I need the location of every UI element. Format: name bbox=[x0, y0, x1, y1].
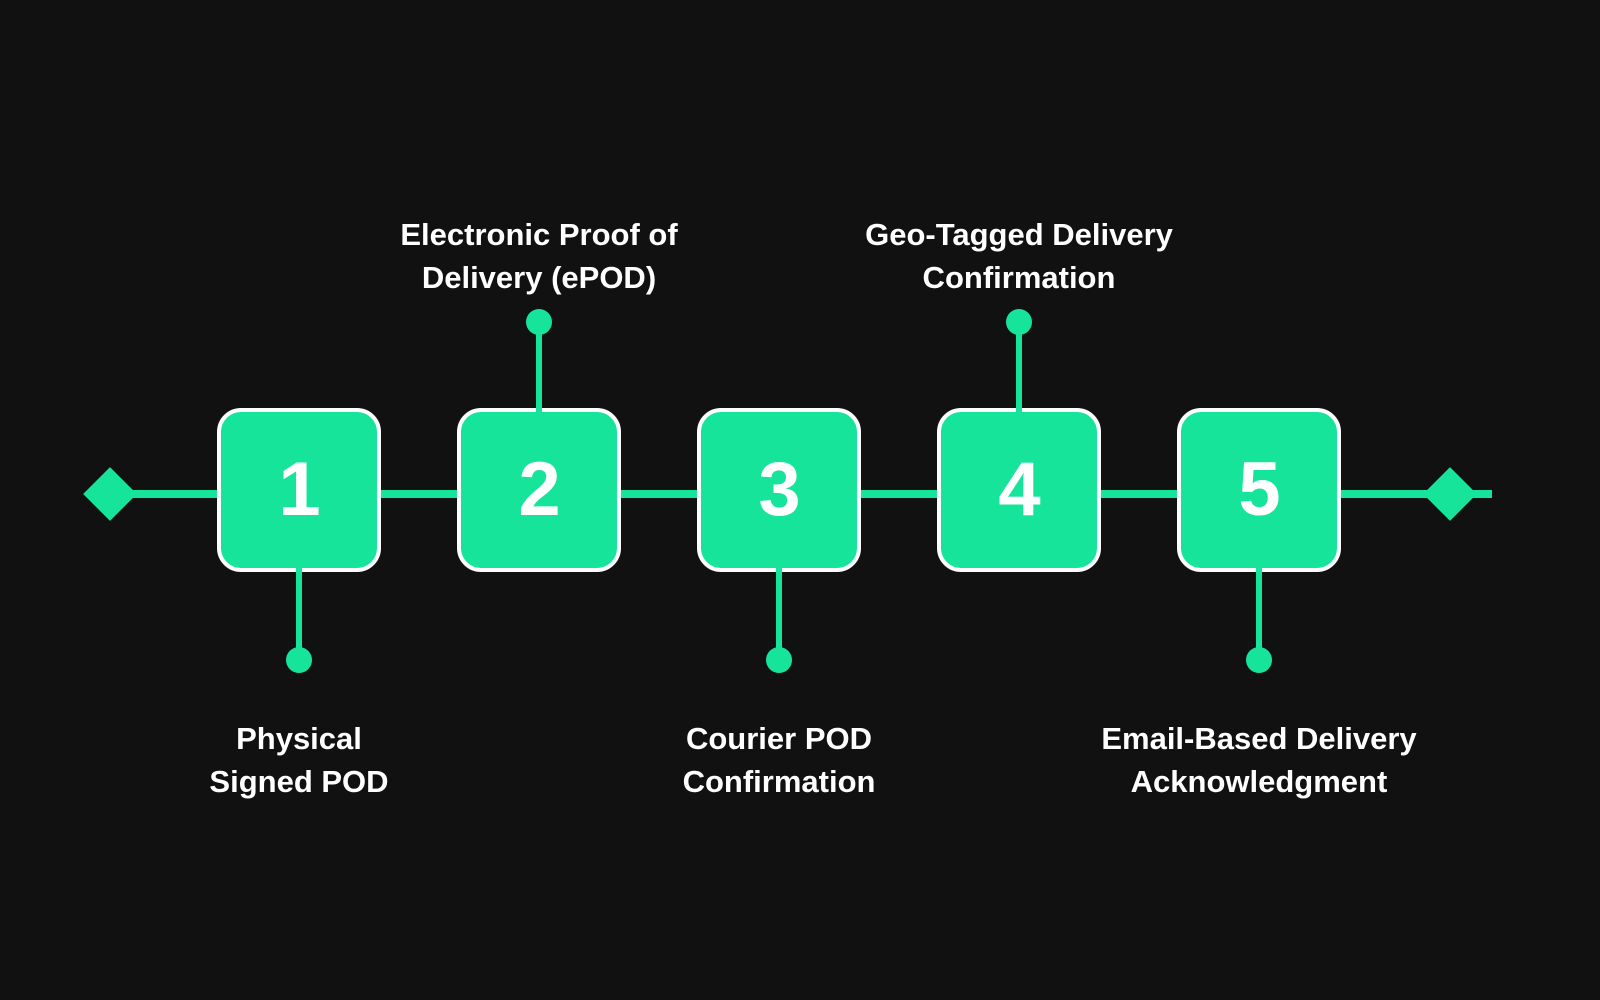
connector-stem-5 bbox=[1256, 568, 1262, 660]
step-label-2: Electronic Proof of Delivery (ePOD) bbox=[400, 217, 678, 296]
connector-stem-3 bbox=[776, 568, 782, 660]
connector-stem-4 bbox=[1016, 322, 1022, 412]
timeline-node-1[interactable]: 1 bbox=[217, 408, 381, 572]
step-label-5: Email-Based Delivery Acknowledgment bbox=[1101, 721, 1417, 799]
step-label-3: Courier POD Confirmation bbox=[682, 721, 876, 799]
connector-dot-2 bbox=[526, 309, 552, 335]
connector-stem-1 bbox=[296, 568, 302, 660]
node-number-1: 1 bbox=[278, 447, 320, 532]
step-label-1: Physical Signed POD bbox=[209, 721, 389, 799]
connector-dot-4 bbox=[1006, 309, 1032, 335]
timeline-node-4[interactable]: 4 bbox=[937, 408, 1101, 572]
timeline-node-2[interactable]: 2 bbox=[457, 408, 621, 572]
timeline-right-diamond-icon bbox=[1423, 467, 1477, 521]
connector-stem-2 bbox=[536, 322, 542, 412]
connector-dot-1 bbox=[286, 647, 312, 673]
timeline-left-diamond-icon bbox=[83, 467, 137, 521]
timeline-node-5[interactable]: 5 bbox=[1177, 408, 1341, 572]
timeline-node-3[interactable]: 3 bbox=[697, 408, 861, 572]
connector-dot-5 bbox=[1246, 647, 1272, 673]
connector-dot-3 bbox=[766, 647, 792, 673]
node-number-3: 3 bbox=[758, 447, 800, 532]
step-label-4: Geo-Tagged Delivery Confirmation bbox=[865, 217, 1173, 296]
node-number-2: 2 bbox=[518, 447, 560, 532]
node-number-4: 4 bbox=[998, 447, 1040, 532]
node-number-5: 5 bbox=[1238, 447, 1280, 532]
